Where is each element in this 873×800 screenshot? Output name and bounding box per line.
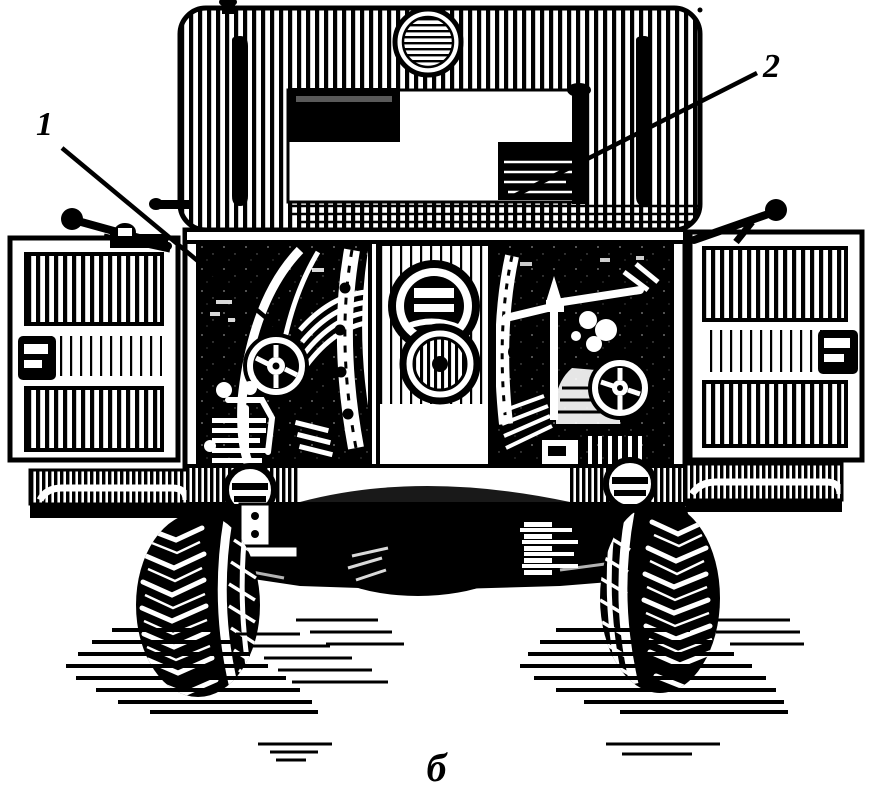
body-top-rail bbox=[183, 228, 687, 244]
right-vertical-rod bbox=[546, 276, 564, 420]
right-door-stay-rod bbox=[690, 199, 787, 245]
figure-caption: б bbox=[426, 745, 447, 790]
cab-post-cap bbox=[567, 83, 591, 97]
callout-2-leader bbox=[510, 70, 759, 200]
callout-1-label: 1 bbox=[36, 106, 53, 143]
callout-1-leader bbox=[60, 146, 278, 328]
center-reel-panel bbox=[376, 242, 492, 468]
truck-body-rear-frame bbox=[182, 227, 688, 506]
center-large-reel bbox=[388, 260, 480, 352]
callout-2-label: 2 bbox=[763, 48, 780, 85]
ground-shadow-hatching bbox=[66, 618, 804, 762]
cab-right-seam bbox=[636, 36, 652, 206]
right-pulley-wheel bbox=[588, 356, 652, 420]
left-rear-door[interactable] bbox=[7, 235, 181, 463]
right-door-latch[interactable] bbox=[818, 330, 858, 374]
center-small-reel bbox=[399, 323, 481, 405]
roof-antenna-knob bbox=[219, 0, 237, 14]
roof-corner-mark bbox=[697, 7, 703, 13]
left-pulley-wheel bbox=[243, 333, 309, 399]
left-rear-wheel bbox=[136, 513, 260, 697]
left-machinery-compartment bbox=[196, 242, 372, 468]
left-door-latch[interactable] bbox=[18, 336, 56, 380]
cab-roof-vent-port bbox=[392, 6, 464, 78]
cab-left-lamp bbox=[149, 198, 190, 210]
right-tail-light bbox=[603, 457, 657, 511]
left-fender bbox=[28, 468, 190, 518]
left-door-hinge bbox=[110, 223, 168, 248]
right-fender bbox=[684, 462, 844, 512]
cab-rear-panel bbox=[149, 0, 703, 233]
rear-axle-differential-housing bbox=[314, 508, 522, 596]
left-door-stay-rod bbox=[61, 208, 172, 253]
cab-left-seam bbox=[232, 36, 248, 206]
right-machinery-compartment bbox=[492, 242, 674, 468]
right-rear-door[interactable] bbox=[687, 229, 865, 463]
